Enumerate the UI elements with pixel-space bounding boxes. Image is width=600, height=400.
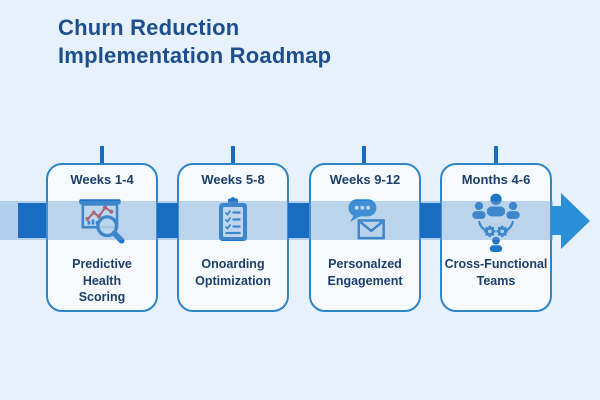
team-gears-icon <box>467 188 525 254</box>
stage-label: Cross-Functional Teams <box>444 257 548 288</box>
timeline-arrow-stub <box>551 206 563 235</box>
card-connector <box>362 146 366 165</box>
timeline-band <box>0 201 553 240</box>
timeline-segment <box>18 203 46 238</box>
stage-card-months-4-6: Months 4-6 <box>440 163 552 312</box>
stage-period: Months 4-6 <box>461 172 531 187</box>
stage-card-weeks-9-12: Weeks 9-12 Personalzed Engagement <box>309 163 421 312</box>
stage-card-weeks-5-8: Weeks 5-8 Onoarding Optimization <box>177 163 289 312</box>
stage-period: Weeks 5-8 <box>201 172 265 187</box>
clipboard-checklist-icon <box>205 188 261 254</box>
page-title: Churn Reduction Implementation Roadmap <box>58 15 332 68</box>
stage-period: Weeks 1-4 <box>70 172 134 187</box>
chart-magnifier-icon <box>73 188 131 254</box>
timeline-segment <box>288 203 309 238</box>
timeline-segment <box>420 203 441 238</box>
stage-card-weeks-1-4: Weeks 1-4 Predictive Health Scoring <box>46 163 158 312</box>
stage-label: Personalzed Engagement <box>327 257 403 288</box>
card-connector <box>100 146 104 165</box>
card-connector <box>231 146 235 165</box>
stage-period: Weeks 9-12 <box>329 172 401 187</box>
timeline-arrowhead-icon <box>561 193 590 249</box>
stage-label: Onoarding Optimization <box>195 257 271 288</box>
stage-label: Predictive Health Scoring <box>72 257 132 304</box>
timeline-segment <box>157 203 178 238</box>
chat-envelope-icon <box>336 188 394 254</box>
card-connector <box>494 146 498 165</box>
